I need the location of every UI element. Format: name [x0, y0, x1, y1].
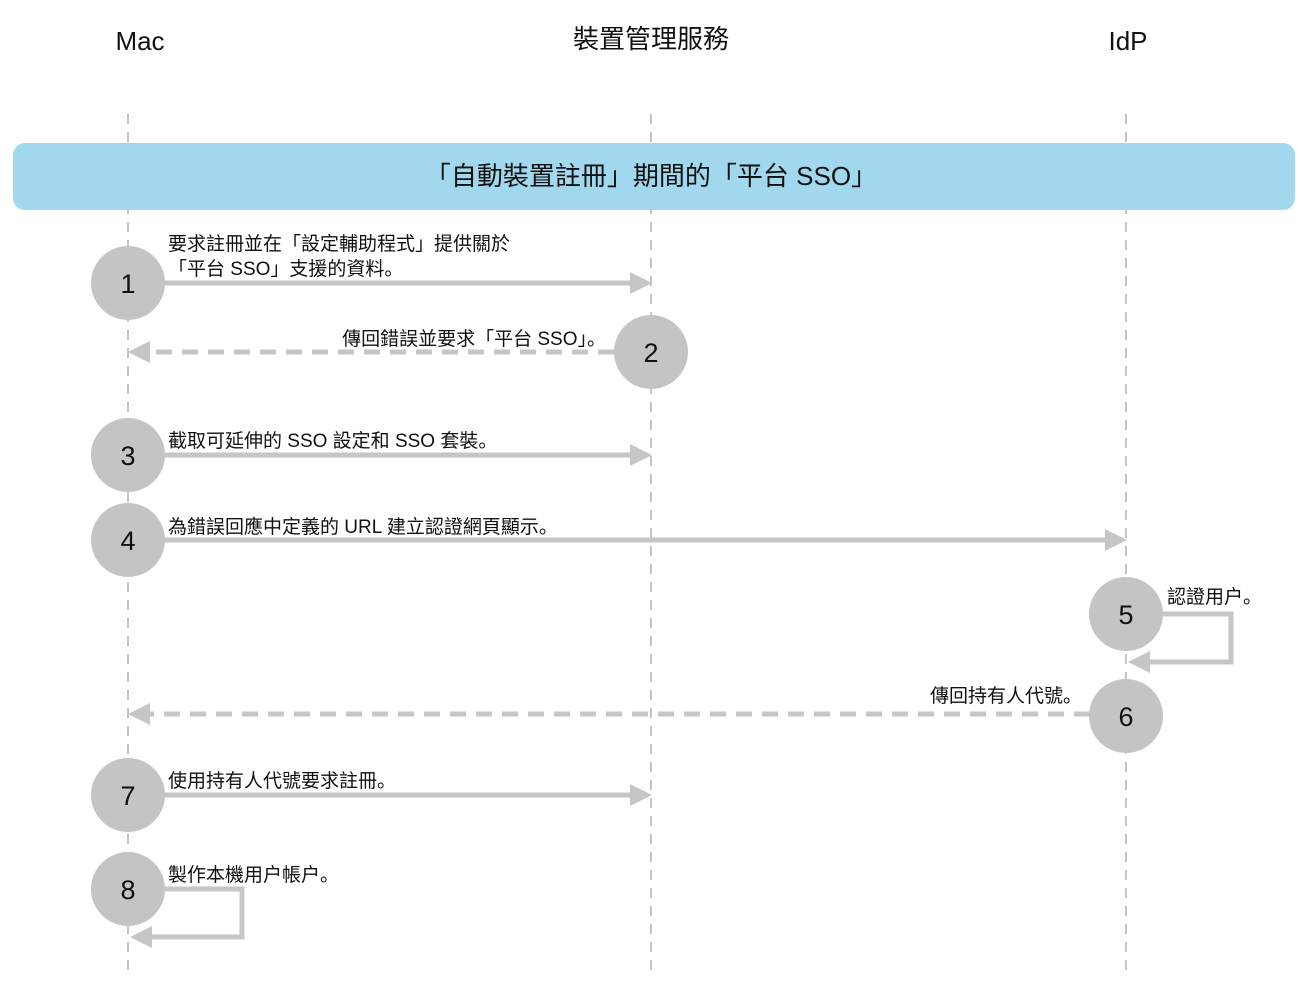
step-label: 使用持有人代號要求註冊。 [168, 770, 396, 792]
step-number: 7 [120, 781, 135, 811]
step-label: 認證用户。 [1167, 586, 1262, 608]
step-number: 8 [120, 875, 135, 905]
arrowhead [630, 444, 652, 466]
step-label: 為錯誤回應中定義的 URL 建立認證網頁顯示。 [168, 515, 558, 538]
step-circle [91, 852, 165, 926]
step-6: 6 傳回持有人代號。 [128, 679, 1163, 753]
step-circle [614, 315, 688, 389]
step-label: 截取可延伸的 SSO 設定和 SSO 套裝。 [168, 430, 497, 452]
lane-header-service: 裝置管理服務 [573, 24, 729, 54]
arrowhead [130, 926, 152, 948]
arrowhead [1105, 529, 1127, 551]
step-circle [91, 418, 165, 492]
step-4: 4 為錯誤回應中定義的 URL 建立認證網頁顯示。 [91, 503, 1127, 577]
phase-banner-title: 「自動裝置註冊」期間的「平台 SSO」 [425, 161, 877, 191]
step-circle [91, 758, 165, 832]
step-circle [1089, 679, 1163, 753]
step-label: 傳回持有人代號。 [930, 685, 1082, 707]
step-number: 1 [120, 269, 135, 299]
arrowhead [630, 784, 652, 806]
step-number: 5 [1118, 600, 1133, 630]
arrowhead [128, 703, 150, 725]
step-number: 2 [643, 338, 658, 368]
step-8: 8 製作本機用户帳户。 [91, 852, 339, 948]
step-label: 要求註冊並在「設定輔助程式」提供關於 [168, 233, 510, 255]
arrow-self-loop [152, 886, 245, 940]
step-circle [91, 503, 165, 577]
step-label: 製作本機用户帳户。 [168, 864, 339, 886]
step-3: 3 截取可延伸的 SSO 設定和 SSO 套裝。 [91, 418, 652, 492]
step-5: 5 認證用户。 [1089, 577, 1262, 673]
step-1: 1 要求註冊並在「設定輔助程式」提供關於 「平台 SSO」支援的資料。 [91, 233, 652, 320]
step-circle [1089, 577, 1163, 651]
arrowhead [630, 272, 652, 294]
step-circle [91, 246, 165, 320]
arrow-self-loop [1150, 611, 1234, 665]
step-number: 4 [120, 526, 135, 556]
arrowhead [1128, 651, 1150, 673]
arrowhead [128, 341, 150, 363]
phase-banner [13, 143, 1295, 210]
step-2: 2 傳回錯誤並要求「平台 SSO」。 [128, 315, 688, 389]
step-number: 3 [120, 441, 135, 471]
lane-header-idp: IdP [1108, 26, 1147, 56]
step-label: 「平台 SSO」支援的資料。 [168, 258, 403, 280]
step-label: 傳回錯誤並要求「平台 SSO」。 [342, 328, 606, 350]
step-number: 6 [1118, 702, 1133, 732]
step-7: 7 使用持有人代號要求註冊。 [91, 758, 652, 832]
lane-header-mac: Mac [115, 26, 164, 56]
